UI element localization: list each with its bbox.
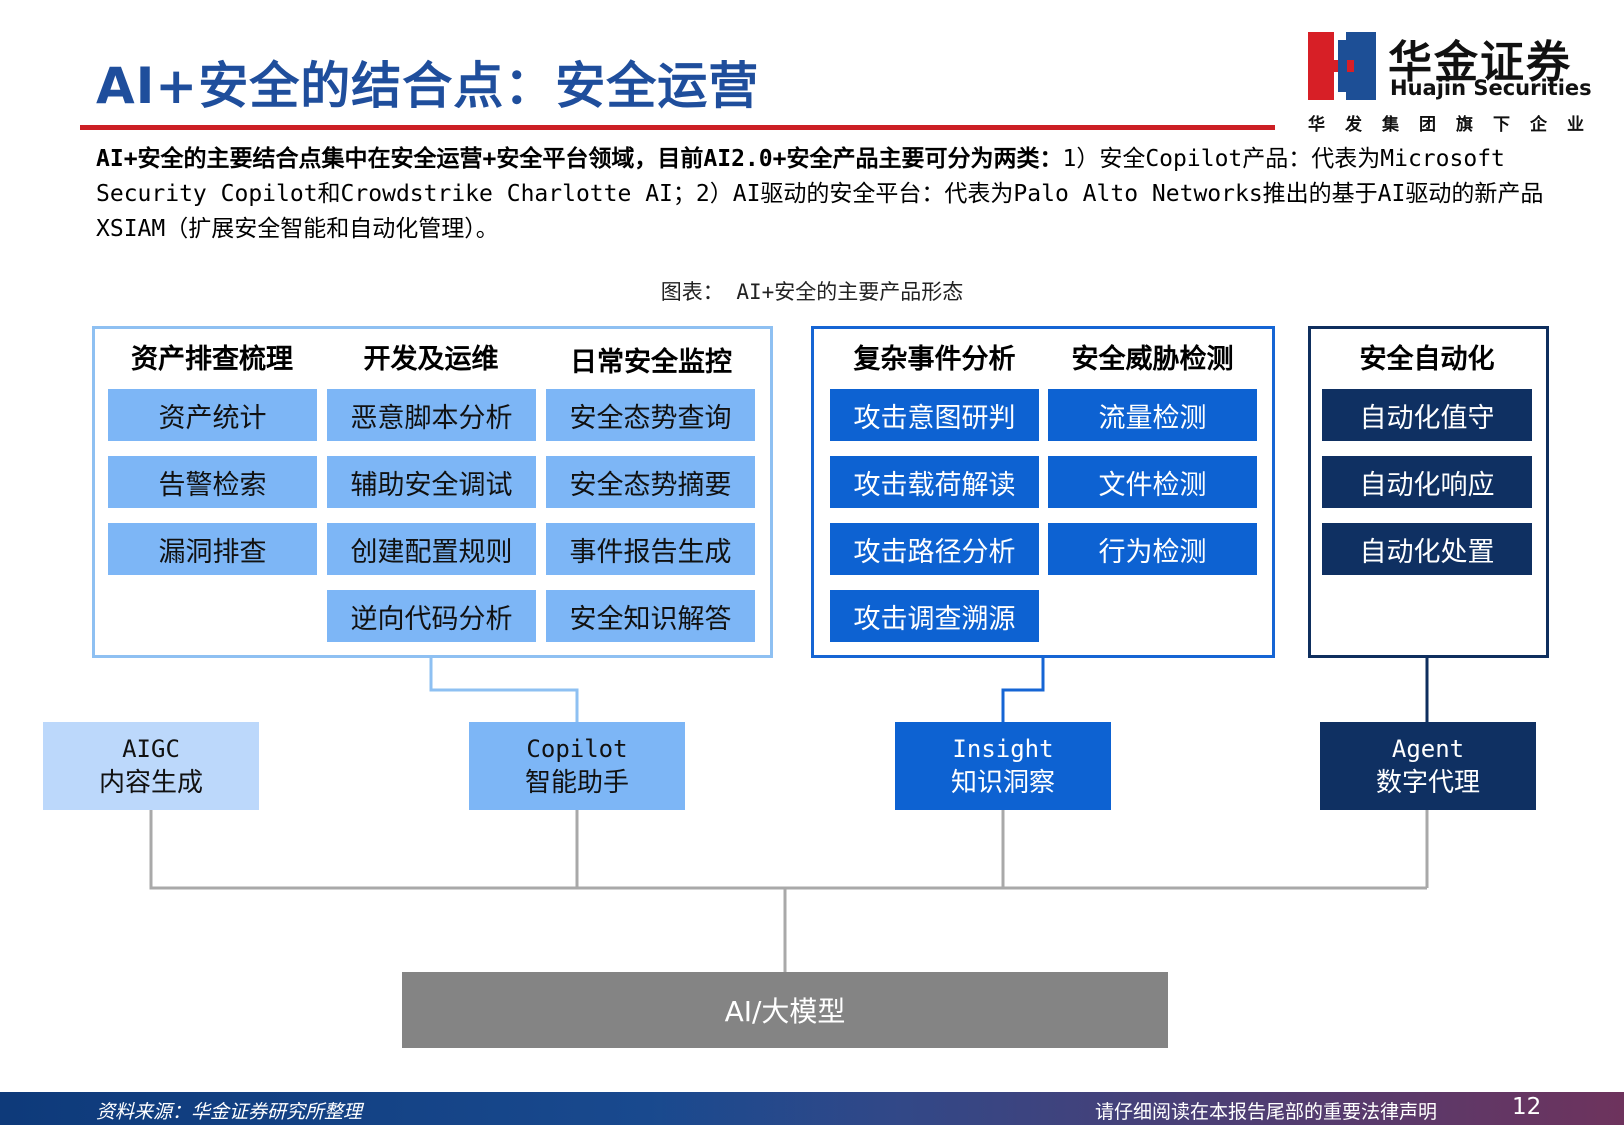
intro-bold: AI+安全的主要结合点集中在安全运营+安全平台领域，目前AI2.0+安全产品主要…: [96, 146, 1063, 172]
capability-cell: 资产统计: [108, 389, 317, 441]
capability-cell: 安全态势查询: [546, 389, 755, 441]
capability-cell: 漏洞排查: [108, 523, 317, 575]
capability-cell: 事件报告生成: [546, 523, 755, 575]
capability-cell: 逆向代码分析: [327, 590, 536, 642]
ai-model-base: AI/大模型: [402, 972, 1168, 1048]
column-header: 安全自动化: [1359, 344, 1495, 375]
hub-insight: Insight 知识洞察: [895, 722, 1111, 810]
column-header: 复杂事件分析: [853, 344, 1016, 375]
column-header: 日常安全监控: [570, 347, 732, 378]
hub-label-en: Copilot: [526, 735, 628, 763]
column-header: 资产排查梳理: [131, 344, 293, 375]
logo-slogan-char: 企: [1530, 115, 1547, 135]
hub-copilot: Copilot 智能助手: [469, 722, 685, 810]
logo-name-en: Huajin Securities: [1390, 76, 1592, 100]
company-logo: 华金证券 Huajin Securities 华 发 集 团 旗 下 企 业: [1308, 28, 1592, 138]
legal-notice: 请仔细阅读在本报告尾部的重要法律声明: [1095, 1101, 1438, 1123]
capability-cell: 恶意脚本分析: [327, 389, 536, 441]
capability-cell: 攻击载荷解读: [830, 456, 1039, 508]
capability-cell: 流量检测: [1048, 389, 1257, 441]
capability-cell: 安全态势摘要: [546, 456, 755, 508]
logo-slogan-char: 业: [1567, 115, 1584, 135]
page-title: AI+安全的结合点：安全运营: [96, 57, 760, 115]
capability-cell: 自动化处置: [1322, 523, 1532, 575]
capability-cell: 行为检测: [1048, 523, 1257, 575]
capability-cell: 文件检测: [1048, 456, 1257, 508]
connector-copilot-panel: [429, 658, 579, 722]
hub-label-cn: 数字代理: [1375, 768, 1480, 798]
logo-slogan-char: 下: [1493, 115, 1510, 135]
column-header: 安全威胁检测: [1071, 344, 1234, 375]
page-footer: 资料来源：华金证券研究所整理 请仔细阅读在本报告尾部的重要法律声明 12: [0, 1092, 1624, 1125]
page-number: 12: [1512, 1094, 1542, 1120]
logo-slogan-char: 华: [1308, 115, 1325, 135]
connector-insight-panel: [1001, 658, 1045, 722]
source-note: 资料来源：华金证券研究所整理: [96, 1101, 363, 1123]
logo-slogan-char: 团: [1419, 115, 1436, 135]
capability-cell: 告警检索: [108, 456, 317, 508]
logo-slogan-char: 集: [1382, 115, 1399, 135]
figure-caption: 图表： AI+安全的主要产品形态: [660, 280, 964, 304]
column-header: 开发及运维: [363, 344, 499, 375]
hub-aigc: AIGC 内容生成: [43, 722, 259, 810]
capability-cell: 安全知识解答: [546, 590, 755, 642]
capability-cell: 攻击意图研判: [830, 389, 1039, 441]
logo-slogan: 华 发 集 团 旗 下 企 业: [1308, 110, 1584, 135]
hub-agent: Agent 数字代理: [1320, 722, 1536, 810]
logo-name-cn: 华金证券: [1388, 37, 1572, 88]
capability-cell: 创建配置规则: [327, 523, 536, 575]
capability-cell: 攻击路径分析: [830, 523, 1039, 575]
hub-label-en: Insight: [952, 735, 1054, 763]
hub-label-en: Agent: [1391, 735, 1465, 763]
hub-label-cn: 内容生成: [98, 768, 203, 798]
capability-cell: 攻击调查溯源: [830, 590, 1039, 642]
capability-cell: 自动化响应: [1322, 456, 1532, 508]
hub-label-cn: 知识洞察: [950, 768, 1055, 798]
capability-cell: 辅助安全调试: [327, 456, 536, 508]
hub-label-en: AIGC: [122, 735, 180, 763]
huajin-logo-icon: [1308, 32, 1376, 100]
intro-rest: 1）安全Copilot产品：代表为Microsoft Security Copi…: [96, 146, 1544, 242]
logo-slogan-char: 发: [1345, 115, 1362, 135]
hub-label-cn: 智能助手: [524, 768, 629, 798]
title-underline: [80, 125, 1275, 130]
footer-gradient: [0, 1092, 1624, 1125]
capability-cell: 自动化值守: [1322, 389, 1532, 441]
intro-paragraph: AI+安全的主要结合点集中在安全运营+安全平台领域，目前AI2.0+安全产品主要…: [96, 142, 1546, 247]
connector-aigc: [149, 810, 1427, 890]
logo-slogan-char: 旗: [1456, 115, 1473, 135]
